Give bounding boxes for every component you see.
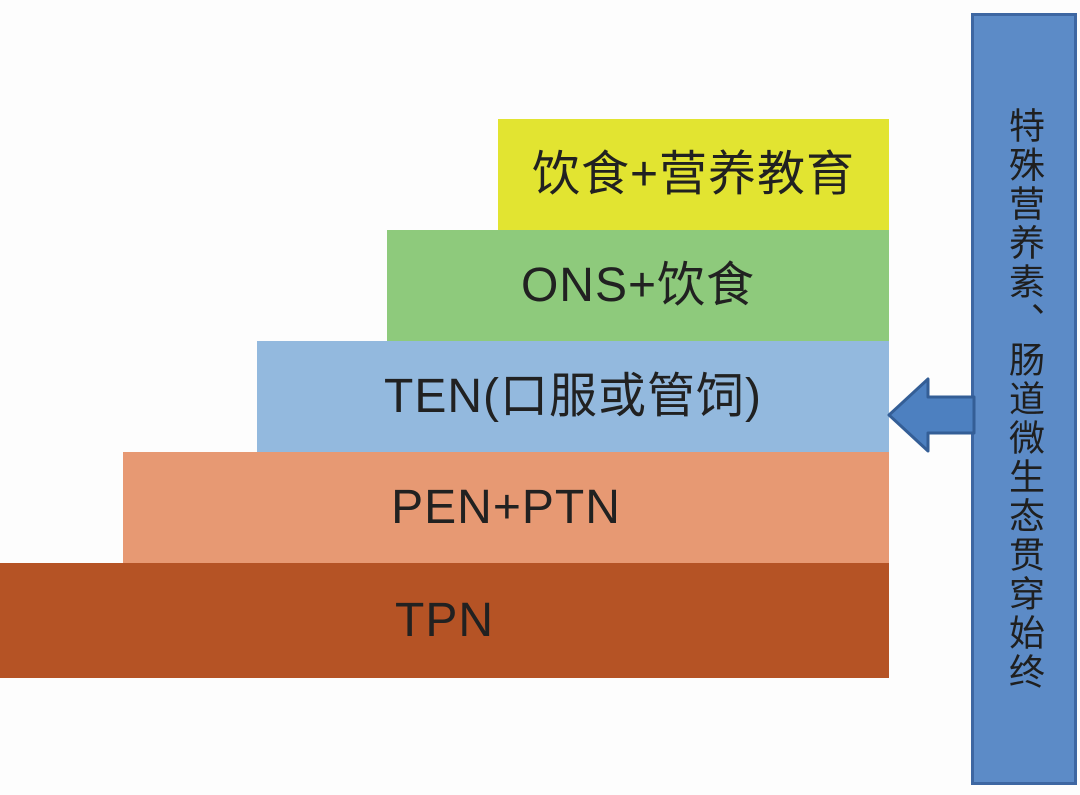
- step-tpn: TPN: [0, 563, 889, 678]
- step-label: 饮食+营养教育: [531, 147, 856, 201]
- step-ons-diet: ONS+饮食: [387, 230, 889, 341]
- step-label: TEN(口服或管饲): [384, 369, 762, 423]
- side-banner-label: 特殊营养素、肠道微生态贯穿始终: [1004, 106, 1045, 692]
- step-ten: TEN(口服或管饲): [257, 341, 889, 452]
- left-arrow-shape: [887, 377, 976, 453]
- side-banner: 特殊营养素、肠道微生态贯穿始终: [971, 13, 1077, 785]
- left-arrow-icon: [887, 377, 976, 453]
- step-pen-ptn: PEN+PTN: [123, 452, 889, 563]
- step-diet-education: 饮食+营养教育: [498, 119, 889, 230]
- step-label: ONS+饮食: [520, 258, 756, 312]
- step-label: TPN: [395, 593, 494, 647]
- step-label: PEN+PTN: [391, 480, 621, 534]
